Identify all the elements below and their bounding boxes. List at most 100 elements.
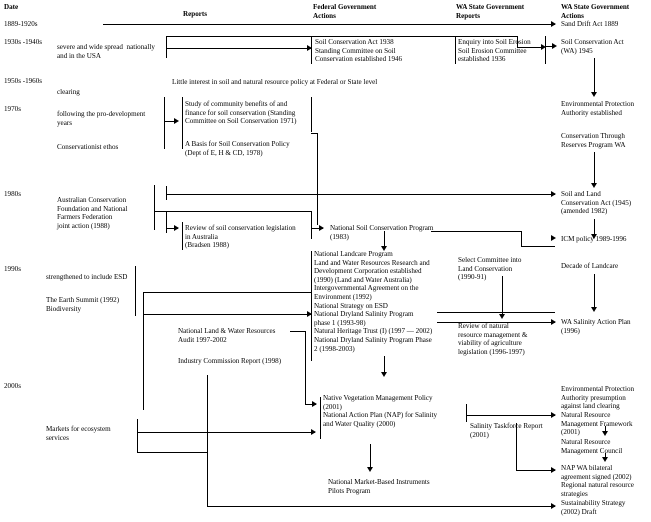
connector-audit-to-native-veg [305,404,316,405]
column-header-reports: Reports [183,10,208,18]
connector-nscp-to-icm [521,246,555,247]
connector-acf-line [154,211,311,212]
context-earth-summit: The Earth Summit (1992) Biodiversity [46,296,120,313]
connector-select-committee-down [502,276,503,316]
connector-1990-to-federal-top [143,292,311,293]
column-header-wa-actions: WA State Government Actions [561,3,630,20]
wa-action-nap-wa-bilateral: NAP WA bilateral agreement signed (2002)… [561,464,634,498]
divider-1970-reports-left [182,97,183,149]
context-acf-nff: Australian Conservation Foundation and N… [57,196,128,230]
wa-report-review-natural-resource: Review of natural resource management & … [458,322,528,356]
wa-action-nrm-framework: Natural Resource Management Framework (2… [561,411,633,437]
arrowhead-1930-to-wa-actions [552,42,557,49]
arrowhead-1980-to-soil-land-act [551,190,556,197]
arrowhead-landcare-to-salinity-plan [590,307,597,312]
connector-audit-hook [290,331,306,332]
wa-action-salinity-action-plan: WA Salinity Action Plan (1996) [561,318,631,335]
divider-1990-context [135,266,136,316]
date-label-1950s-1960s: 1950s -1960s [4,77,43,85]
connector-1930-reports-tick [166,36,167,58]
report-study-community-benefits: Study of community benefits of and finan… [185,100,297,126]
arrowhead-audit-to-native-veg [312,400,317,407]
connector-landcare-to-salinity-plan [594,274,595,310]
context-severe-widespread: severe and wide spread nationally and in… [57,43,155,60]
arrowhead-salinity-taskforce-to-epa [551,411,556,418]
connector-nrm-council-to-nap [605,453,606,459]
wa-action-decade-of-landcare: Decade of Landcare [561,262,619,270]
wa-action-soil-land-conservation-act: Soil and Land Conservation Act (1945) (a… [561,190,632,216]
connector-1970-to-reports [164,121,176,122]
context-strengthened-esd: strengthened to include ESD [46,273,128,281]
report-national-land-water-audit: National Land & Water Resources Audit 19… [178,327,276,344]
connector-1990-vertical [143,292,144,410]
arrowhead-nscp-down [380,246,387,251]
connector-acf-to-review [166,228,178,229]
connector-1980-to-soil-land-act [166,194,555,195]
connector-nscp-to-wa-1980 [521,231,522,246]
connector-nrm-framework-to-council [605,426,606,432]
federal-action-soil-conservation-act-1938: Soil Conservation Act 1938 Standing Comm… [315,38,403,64]
context-markets-ecosystem-services: Markets for ecosystem services [46,425,111,442]
divider-2000-context [137,419,138,453]
wa-action-sustainability-strategy: Sustainability Strategy (2002) Draft [561,499,626,516]
connector-markets-bottom [137,452,207,453]
connector-2000-vertical-spine [207,375,208,507]
connector-wa-1945-to-epa [594,58,595,94]
divider-federal-2000-left [320,397,321,439]
connector-reserves-to-soil-land-act [594,152,595,185]
tick-1980-line-start [166,186,167,200]
connector-nscp-right [431,231,521,232]
wa-report-salinity-taskforce: Salinity Taskforce Report (2001) [470,422,543,439]
arrowhead-taskforce-to-nap-wa [551,466,556,473]
arrowhead-markets-to-nap [311,428,316,435]
date-label-2000s: 2000s [4,382,21,390]
arrowhead-1990-to-federal [307,310,312,317]
date-label-1889-1920s: 1889-1920s [4,20,38,28]
connector-markets-to-nap [137,432,315,433]
date-label-1970s: 1970s [4,105,21,113]
arrowhead-nrm-framework-to-council [601,431,608,436]
federal-action-nineties-block: National Landcare Program Land and Water… [314,250,433,353]
report-review-soil-conservation-legislation: Review of soil conservation legislation … [185,224,296,250]
connector-ndsp-to-wa-salinity [437,322,555,323]
connector-1978-hook [311,133,318,134]
connector-taskforce-down [516,423,517,470]
arrowhead-review-to-nscp [319,224,324,231]
wa-action-epa-established: Environmental Protection Authority estab… [561,100,635,117]
arrowhead-soil-land-act-to-icm [590,234,597,239]
wa-report-enquiry-soil-erosion: Enquiry into Soil Erosion Soil Erosion C… [458,38,531,64]
context-conservationist-ethos: Conservationist ethos [57,143,119,151]
wa-action-soil-conservation-act-wa-1945: Soil Conservation Act (WA) 1945 [561,38,624,55]
divider-federal-1930 [311,36,312,64]
federal-action-mbi-pilots: National Market-Based Instruments Pilots… [328,478,430,495]
date-label-1990s: 1990s [4,265,21,273]
connector-2000-to-sustainability [207,506,555,507]
connector-nscp-down [384,231,385,248]
connector-review-to-nscp [311,228,323,229]
arrowhead-1970-to-reports [174,117,179,124]
connector-1930-down-to-wa-reports [517,36,518,47]
connector-1990-federal-down [384,356,385,374]
connector-soil-land-act-to-icm [594,219,595,236]
arrowhead-nap-to-mbi [366,467,373,472]
column-header-wa-reports: WA State Government Reports [456,3,525,20]
wa-action-epa-presumption: Environmental Protection Authority presu… [561,385,635,411]
arrowhead-acf-to-review [174,224,179,231]
connector-1978-down [317,133,318,225]
federal-action-national-soil-conservation-program: National Soil Conservation Program (1983… [330,224,434,241]
divider-wa-reports-1930-right [545,36,546,64]
divider-review-left [182,222,183,250]
arrowhead-select-committee-down [498,314,505,319]
divider-salinity-taskforce [466,404,467,422]
federal-action-native-veg-nap: Native Vegetation Management Policy (200… [323,394,438,428]
context-clearing: clearing [57,88,80,96]
divider-federal-1990-left [311,251,312,361]
divider-1970-context [164,97,165,149]
connector-acf-down [166,211,167,233]
divider-1980-context-left [154,185,155,230]
column-header-federal-actions: Federal Government Actions [313,3,377,20]
arrowhead-to-wa-salinity [551,318,556,325]
wa-report-select-committee: Select Committee into Land Conservation … [458,256,522,282]
divider-review-right [311,211,312,239]
connector-wa-reports-to-wa-actions-1930 [545,46,555,47]
